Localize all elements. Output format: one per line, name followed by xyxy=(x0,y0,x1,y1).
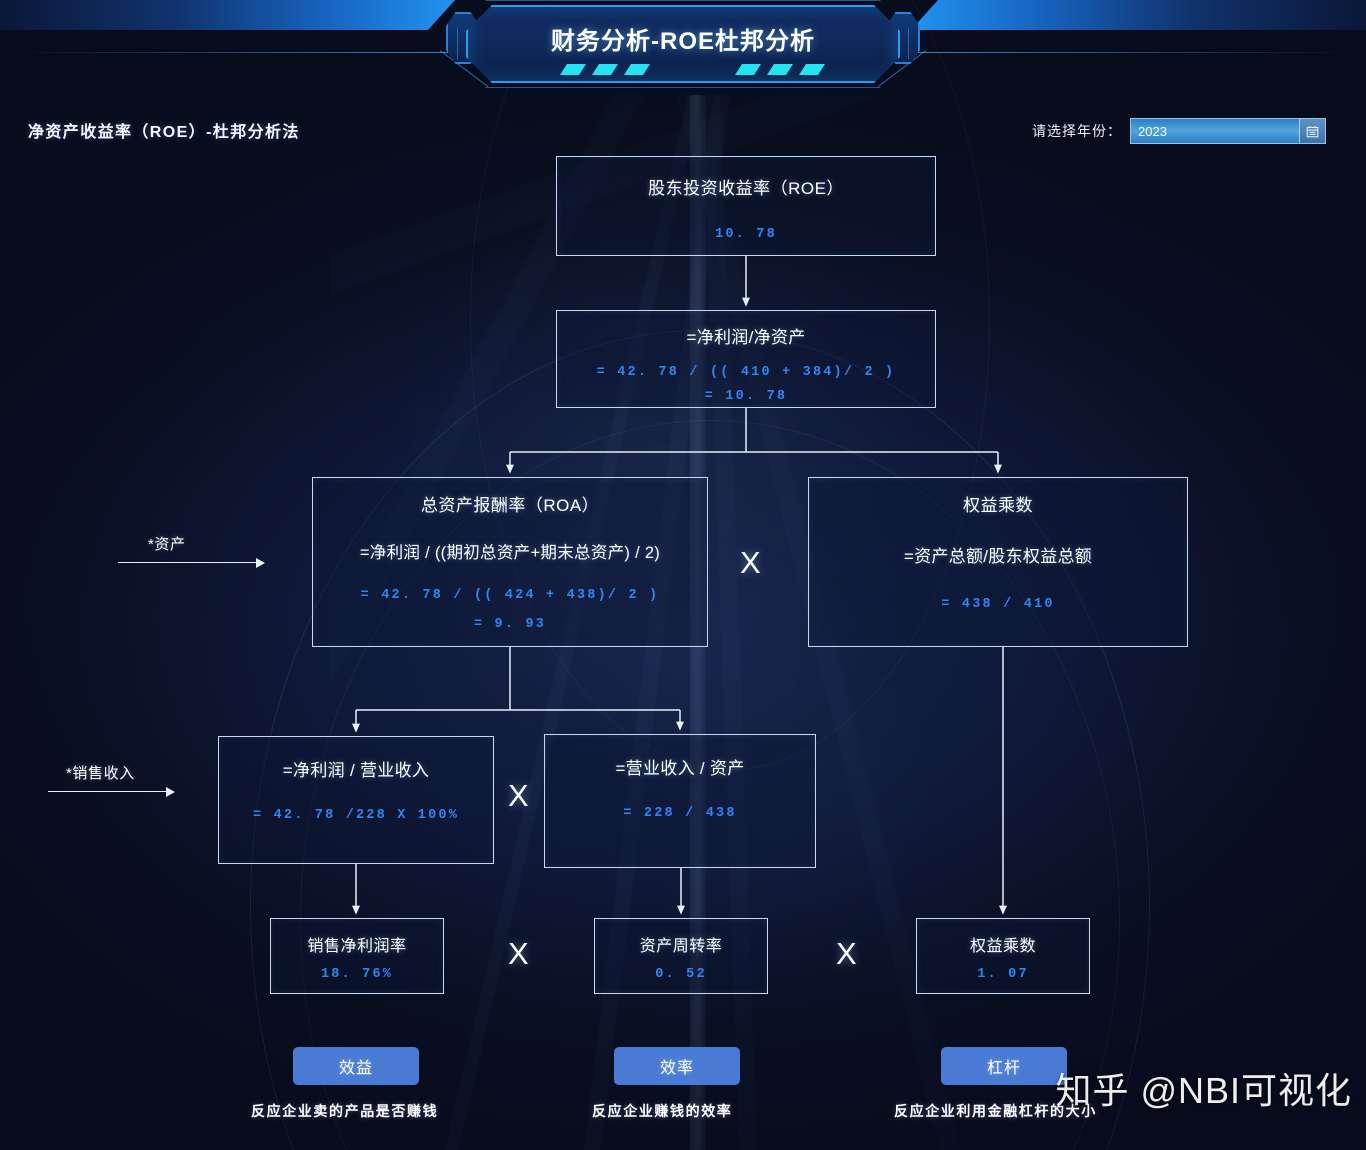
year-selector[interactable]: 请选择年份： 2023 xyxy=(1032,118,1326,144)
footer-caption-leverage: 反应企业利用金融杠杆的大小 xyxy=(894,1103,1097,1119)
node-roe-formula-line1: = 42. 78 / (( 410 + 384)/ 2 ) xyxy=(596,365,896,380)
node-result-title: 销售净利润率 xyxy=(307,938,407,955)
title-frame xyxy=(466,5,900,83)
node-net-profit-margin-formula: =净利润 / 营业收入 = 42. 78 /228 X 100% xyxy=(218,736,494,864)
multiply-symbol-level2: X xyxy=(740,545,761,580)
node-roe-title: 股东投资收益率（ROE） xyxy=(648,179,844,198)
node-asset-turnover-formula: =营业收入 / 资产 = 228 / 438 xyxy=(544,734,816,868)
side-note-sales: *销售收入 xyxy=(48,762,175,797)
node-roe-formula: =净利润/净资产 = 42. 78 / (( 410 + 384)/ 2 ) =… xyxy=(556,310,936,408)
footer-button-efficiency[interactable]: 效率 xyxy=(614,1047,740,1085)
header-bar-right xyxy=(911,0,1366,30)
node-result-value: 18. 76% xyxy=(320,967,394,982)
year-input-wrapper[interactable]: 2023 xyxy=(1130,118,1326,144)
node-roa-line1: = 42. 78 / (( 424 + 438)/ 2 ) xyxy=(360,588,660,603)
node-result-asset-turnover: 资产周转率 0. 52 xyxy=(594,918,768,994)
node-roa-formula: =净利润 / ((期初总资产+期末总资产) / 2) xyxy=(359,544,661,562)
year-selector-label: 请选择年份： xyxy=(1032,123,1122,139)
arrow-right-icon xyxy=(48,787,175,797)
footer-caption-benefit: 反应企业卖的产品是否赚钱 xyxy=(251,1103,439,1119)
node-equity-multiplier-title: 权益乘数 xyxy=(963,496,1033,515)
side-note-asset: *资产 xyxy=(118,533,265,568)
year-input[interactable]: 2023 xyxy=(1138,123,1167,139)
page-title: 财务分析-ROE杜邦分析 xyxy=(551,27,815,55)
node-equity-multiplier-formula: =资产总额/股东权益总额 xyxy=(903,547,1093,566)
node-npm-formula: =净利润 / 营业收入 xyxy=(282,761,430,780)
node-ato-formula: =营业收入 / 资产 xyxy=(615,759,745,778)
node-roe-formula-expression: =净利润/净资产 xyxy=(686,328,806,347)
node-roa: 总资产报酬率（ROA） =净利润 / ((期初总资产+期末总资产) / 2) =… xyxy=(312,477,708,647)
node-roa-title: 总资产报酬率（ROA） xyxy=(420,496,600,515)
title-frame-outline xyxy=(457,0,909,88)
node-equity-multiplier: 权益乘数 =资产总额/股东权益总额 = 438 / 410 xyxy=(808,477,1188,647)
header-tick-group-right xyxy=(735,64,825,75)
arrow-right-icon xyxy=(118,558,265,568)
multiply-symbol-result1: X xyxy=(508,936,529,971)
node-roe: 股东投资收益率（ROE） 10. 78 xyxy=(556,156,936,256)
header-tick-group-left xyxy=(560,64,650,75)
header-line-right xyxy=(912,52,1352,54)
node-ato-line1: = 228 / 438 xyxy=(623,806,737,821)
node-result-title: 权益乘数 xyxy=(969,938,1036,955)
footer-button-benefit[interactable]: 效益 xyxy=(293,1047,419,1085)
section-subtitle: 净资产收益率（ROE）-杜邦分析法 xyxy=(28,124,300,141)
footer-caption-efficiency: 反应企业赚钱的效率 xyxy=(592,1103,733,1119)
node-npm-line1: = 42. 78 /228 X 100% xyxy=(252,808,460,823)
multiply-symbol-level3: X xyxy=(508,778,529,813)
header-line-left xyxy=(14,52,454,54)
multiply-symbol-result2: X xyxy=(836,936,857,971)
node-result-equity-multiplier: 权益乘数 1. 07 xyxy=(916,918,1090,994)
side-note-asset-label: *资产 xyxy=(148,536,186,553)
node-result-title: 资产周转率 xyxy=(639,938,723,955)
node-result-value: 0. 52 xyxy=(655,967,707,982)
watermark: 知乎 @NBI可视化 xyxy=(1055,1070,1352,1111)
node-result-net-profit-margin: 销售净利润率 18. 76% xyxy=(270,918,444,994)
footer-button-leverage[interactable]: 杠杆 xyxy=(941,1047,1067,1085)
calendar-icon[interactable] xyxy=(1299,119,1325,143)
header-tick-icon xyxy=(560,64,586,75)
node-result-value: 1. 07 xyxy=(977,967,1029,982)
header-tick-icon xyxy=(592,64,618,75)
header-tick-icon xyxy=(799,64,825,75)
node-roa-line2: = 9. 93 xyxy=(473,617,547,632)
header-bar-left xyxy=(0,0,455,30)
header-tick-icon xyxy=(767,64,793,75)
header-banner: 财务分析-ROE杜邦分析 xyxy=(0,0,1366,95)
header-tick-icon xyxy=(624,64,650,75)
side-note-sales-label: *销售收入 xyxy=(66,765,135,782)
header-tick-icon xyxy=(735,64,761,75)
node-roe-formula-line2: = 10. 78 xyxy=(704,389,788,404)
node-roe-value: 10. 78 xyxy=(715,227,777,242)
node-equity-multiplier-line1: = 438 / 410 xyxy=(941,597,1055,612)
